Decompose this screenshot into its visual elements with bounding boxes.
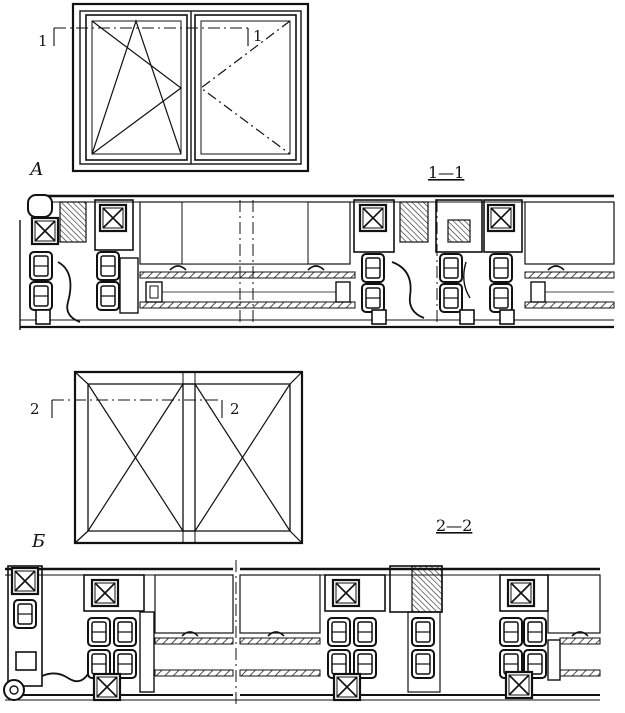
- cut-2-right-label: 2: [230, 400, 240, 418]
- section-2-2: [3, 560, 601, 705]
- section-2-label: 2—2: [436, 516, 472, 535]
- cut-2-left-label: 2: [30, 400, 40, 418]
- cut-1-left-label: 1: [38, 32, 48, 50]
- window-b-elevation: 2 2: [30, 370, 304, 545]
- section-1-1: [19, 194, 615, 330]
- panel-b-label: Б: [31, 531, 45, 552]
- panel-a-label: А: [28, 159, 44, 180]
- cut-1-right-label: 1: [253, 27, 263, 45]
- section-1-label: 1—1: [428, 163, 464, 182]
- window-a-elevation: 1 1: [38, 2, 310, 173]
